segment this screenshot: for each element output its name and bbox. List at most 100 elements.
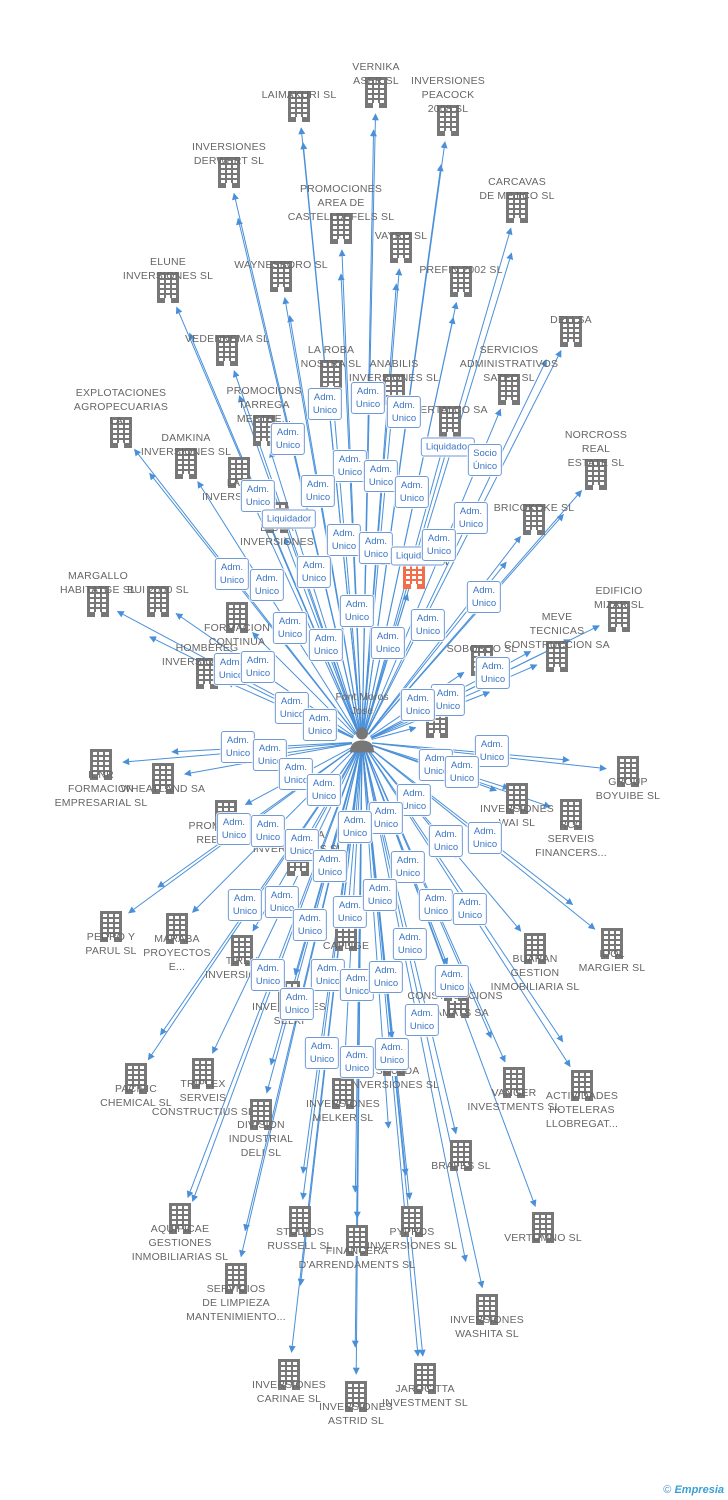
footer-brand[interactable]: © Empresia <box>663 1484 724 1496</box>
company-node[interactable]: BRAFES SL <box>431 1139 491 1172</box>
role-badge[interactable]: Adm.Unico <box>310 959 346 991</box>
role-badge[interactable]: Adm.Unico <box>240 651 276 683</box>
role-badge[interactable]: Adm.Unico <box>467 822 503 854</box>
company-node[interactable]: WHEATLAND SA <box>121 762 205 795</box>
company-name[interactable]: VERTUMNO SL <box>504 1232 582 1244</box>
company-name[interactable]: BRAFES SL <box>431 1160 491 1172</box>
role-badge[interactable]: Adm.Unico <box>339 1046 375 1078</box>
role-badge[interactable]: Adm.Unico <box>421 529 457 561</box>
role-badge[interactable]: Adm.Unico <box>250 815 286 847</box>
company-name[interactable]: VEDENNEMA SL <box>184 333 270 345</box>
role-badge[interactable]: Adm.Unico <box>240 480 276 512</box>
role-badge[interactable]: Adm.Unico <box>394 476 430 508</box>
company-name[interactable]: BUI 2000 SL <box>127 584 189 596</box>
role-badge[interactable]: Adm.Unico <box>326 524 362 556</box>
role-badge[interactable]: Adm.Unico <box>428 825 464 857</box>
role-badge[interactable]: Adm.Unico <box>370 627 406 659</box>
company-node[interactable]: VAYRO SL <box>375 230 427 263</box>
company-name[interactable]: WHEATLAND SA <box>120 783 206 795</box>
role-badge[interactable]: Adm.Unico <box>304 1037 340 1069</box>
role-badge[interactable]: Adm.Unico <box>312 850 348 882</box>
role-badge[interactable]: Adm.Unico <box>475 657 511 689</box>
role-badge[interactable]: Adm.Unico <box>272 612 308 644</box>
role-badge[interactable]: Adm.Unico <box>279 988 315 1020</box>
center-person[interactable] <box>347 725 377 760</box>
role-badge[interactable]: Adm.Unico <box>368 961 404 993</box>
role-badge[interactable]: Adm.Unico <box>466 581 502 613</box>
role-badge[interactable]: Adm.Unico <box>434 965 470 997</box>
role-badge[interactable]: Adm.Unico <box>474 735 510 767</box>
company-name[interactable]: DELI SA <box>550 314 592 326</box>
role-badge[interactable]: Adm.Unico <box>296 556 332 588</box>
role-badge[interactable]: Adm.Unico <box>300 475 336 507</box>
role-badge[interactable]: Adm.Unico <box>392 928 428 960</box>
role-badge[interactable]: Adm.Unico <box>444 756 480 788</box>
role-badge[interactable]: Adm.Unico <box>302 709 338 741</box>
company-name[interactable]: PREFIN 2002 SL <box>419 264 503 276</box>
role-badge[interactable]: Adm.Unico <box>216 813 252 845</box>
center-person-label[interactable]: Font Moros Jose <box>335 691 389 717</box>
company-node[interactable]: HERTALCO SA <box>412 404 487 437</box>
role-badge[interactable]: Adm.Unico <box>220 731 256 763</box>
company-name[interactable]: CAMATS SA <box>427 1007 489 1019</box>
company-node[interactable]: LAIMAKURI SL <box>262 89 336 122</box>
company-name[interactable]: BRICOKOKE SL <box>493 502 575 514</box>
role-badge[interactable]: Adm.Unico <box>307 388 343 420</box>
role-badge[interactable]: Adm.Unico <box>358 532 394 564</box>
role-badge[interactable]: Adm.Unico <box>368 802 404 834</box>
role-badge[interactable]: Adm.Unico <box>306 774 342 806</box>
role-badge[interactable]: Adm.Unico <box>339 969 375 1001</box>
company-name[interactable]: VAYRO SL <box>374 230 428 242</box>
role-badge[interactable]: Adm.Unico <box>292 909 328 941</box>
role-badge[interactable]: Adm.Unico <box>374 1038 410 1070</box>
role-badge[interactable]: Adm.Unico <box>410 609 446 641</box>
role-badge[interactable]: Adm.Unico <box>332 450 368 482</box>
company-node[interactable]: WAYNESBORO SL <box>234 259 328 292</box>
company-name[interactable]: LAIMAKURI SL <box>261 89 337 101</box>
